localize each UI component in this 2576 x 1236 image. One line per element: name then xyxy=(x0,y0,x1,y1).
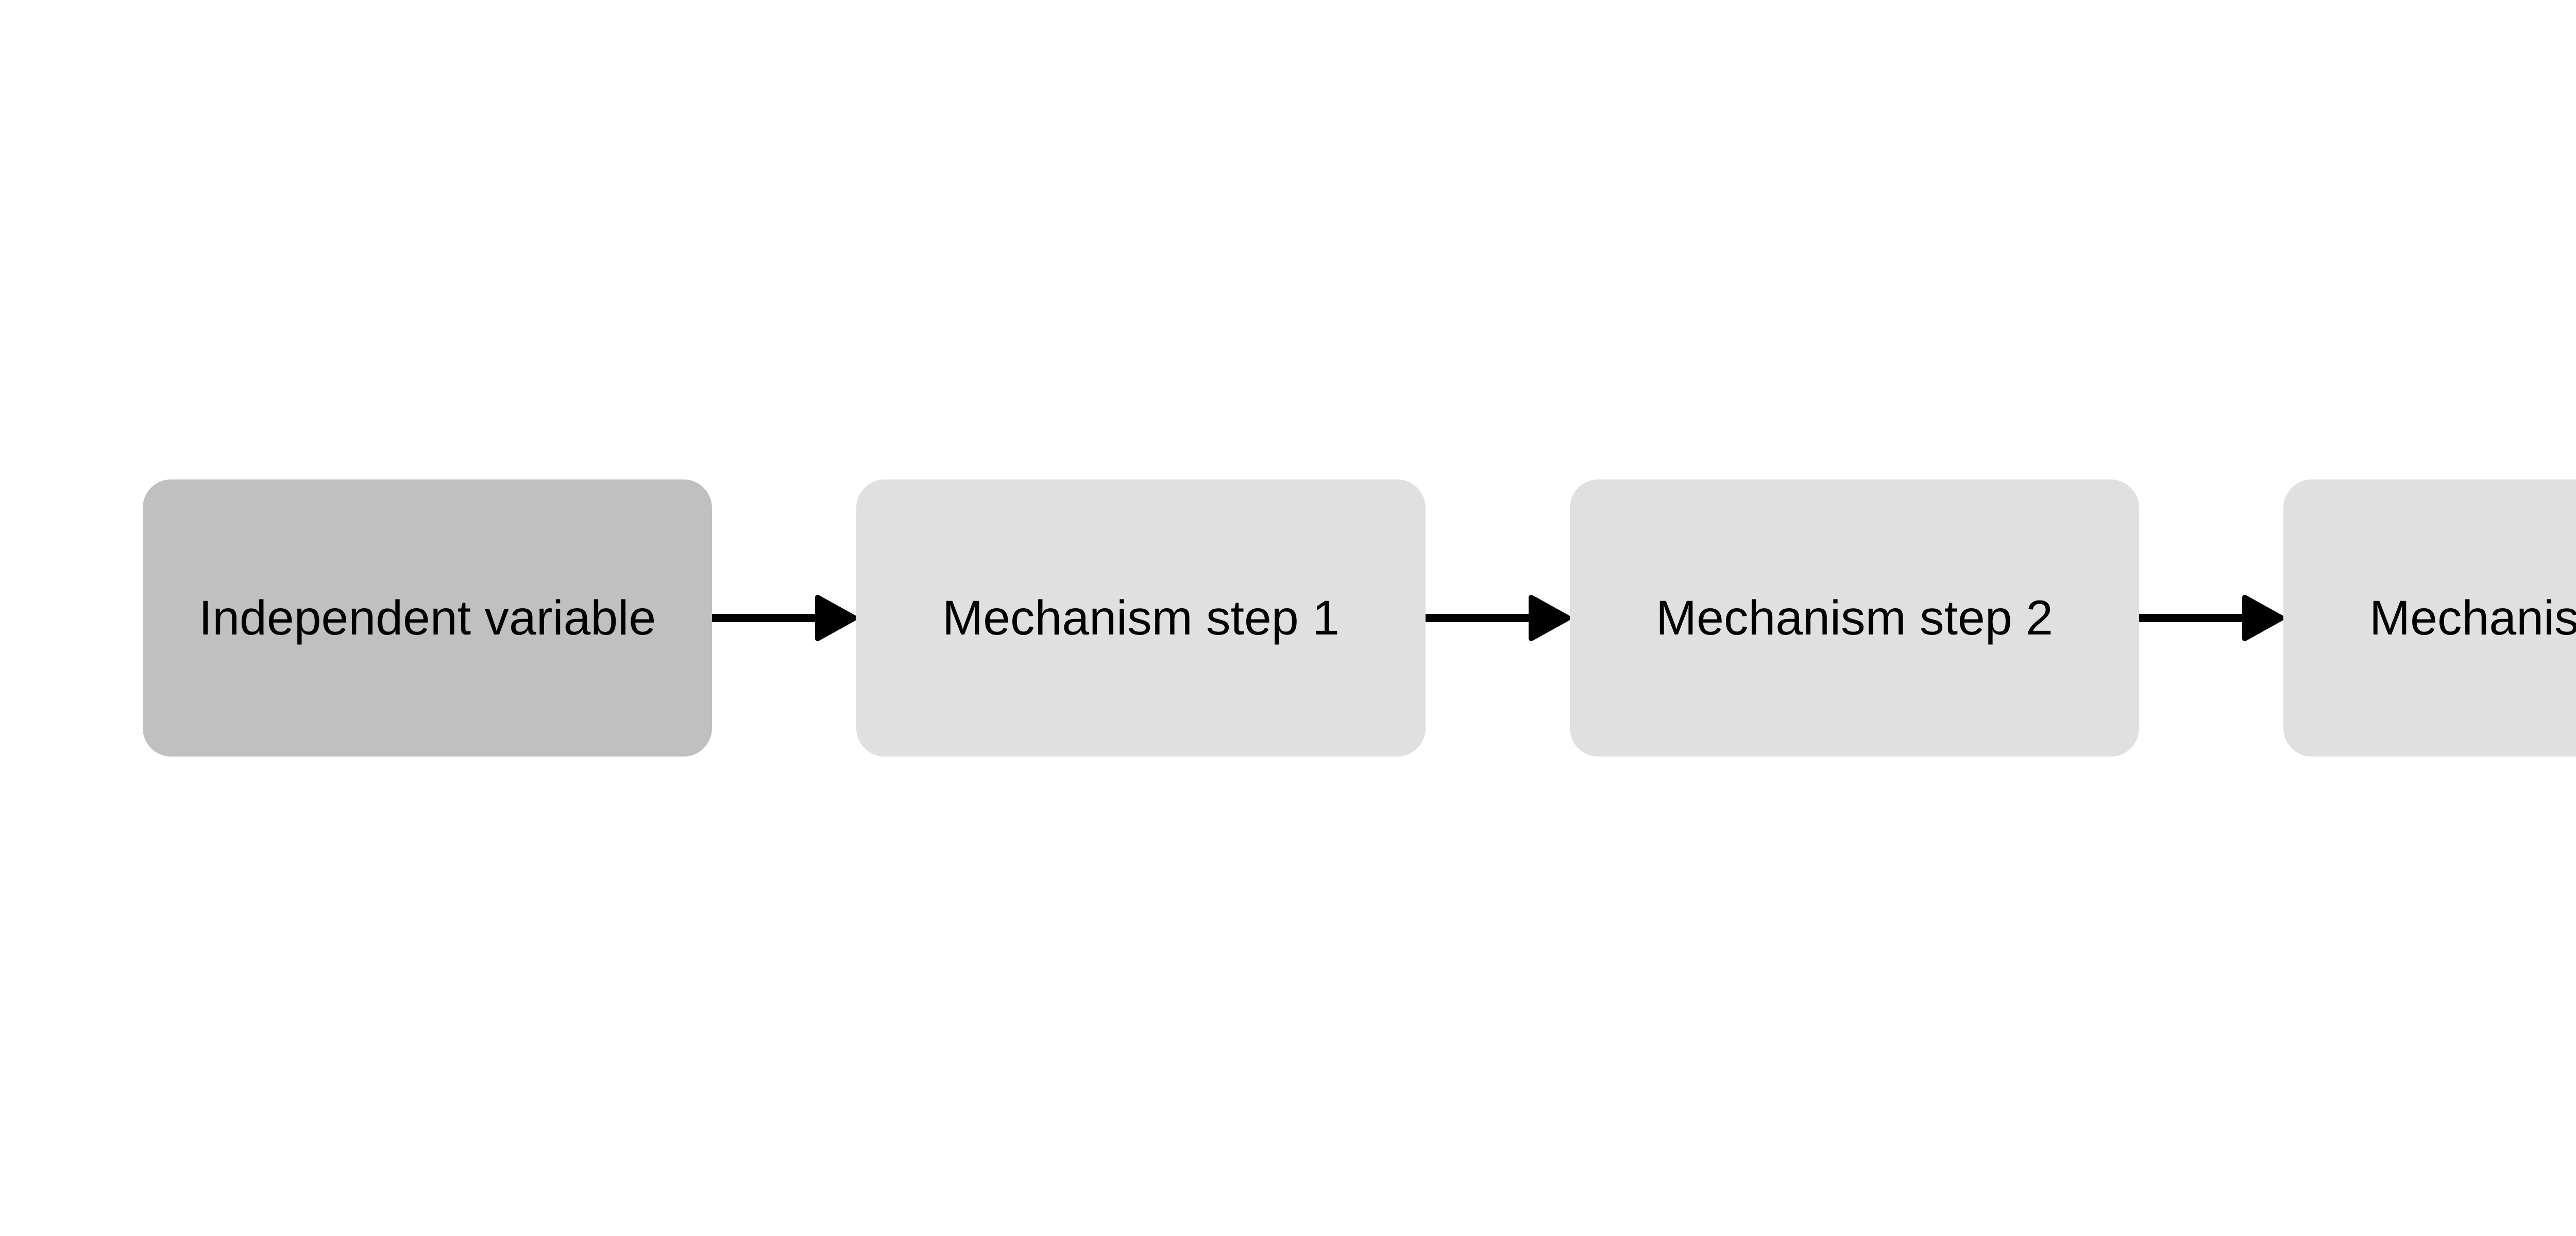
flow-arrow-3 xyxy=(2139,479,2283,757)
node-mechanism-step-3: Mechanism step 3 xyxy=(2283,479,2576,757)
node-mechanism-step-1: Mechanism step 1 xyxy=(856,479,1426,757)
node-mechanism-step-2: Mechanism step 2 xyxy=(1570,479,2139,757)
arrow-right-icon xyxy=(712,595,856,641)
flow-arrow-2 xyxy=(1426,479,1570,757)
node-independent-variable: Independent variable xyxy=(143,479,712,757)
flow-arrow-1 xyxy=(712,479,856,757)
flow-diagram: Independent variable Mechanism step 1 Me… xyxy=(143,479,2576,757)
arrow-right-icon xyxy=(2139,595,2283,641)
arrow-right-icon xyxy=(1426,595,1570,641)
